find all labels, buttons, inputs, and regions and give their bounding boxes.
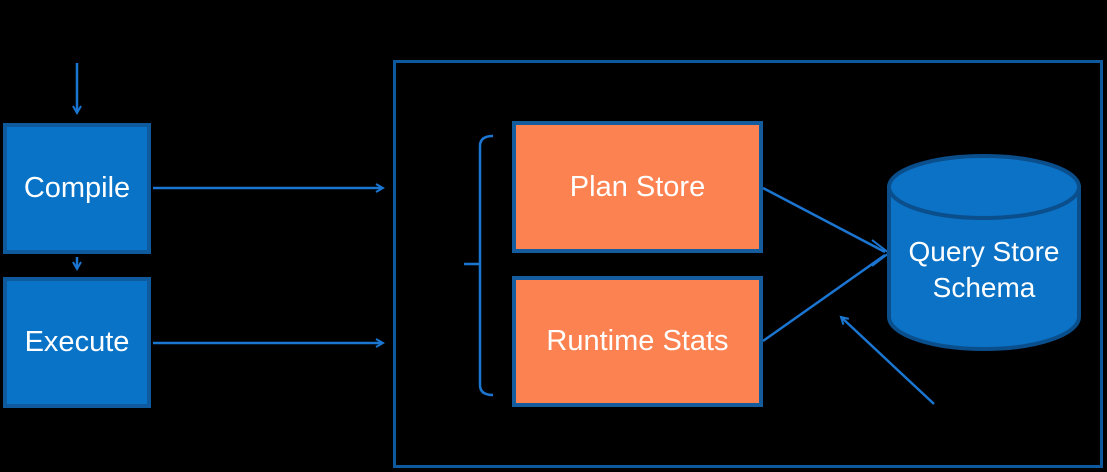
- query-store-container-box: [393, 60, 1103, 468]
- runtime-stats-label: Runtime Stats: [546, 325, 729, 357]
- runtime-stats-node: Runtime Stats: [512, 276, 763, 407]
- query-store-schema-label: Query Store Schema: [908, 236, 1060, 303]
- execute-node: Execute: [3, 277, 151, 408]
- cylinder-body: [887, 185, 1081, 351]
- group-brace-icon: [478, 134, 494, 397]
- line-plan-store-to-schema: [762, 186, 886, 254]
- plan-store-node: Plan Store: [512, 121, 763, 253]
- execute-label: Execute: [24, 326, 130, 358]
- database-cylinder-icon: [887, 154, 1081, 351]
- compile-label: Compile: [23, 172, 131, 204]
- plan-store-label: Plan Store: [569, 170, 706, 203]
- compile-node: Compile: [3, 123, 151, 254]
- arrow-async-annotation: [839, 315, 935, 405]
- line-runtime-stats-to-schema: [762, 253, 886, 343]
- cylinder-top: [887, 154, 1081, 220]
